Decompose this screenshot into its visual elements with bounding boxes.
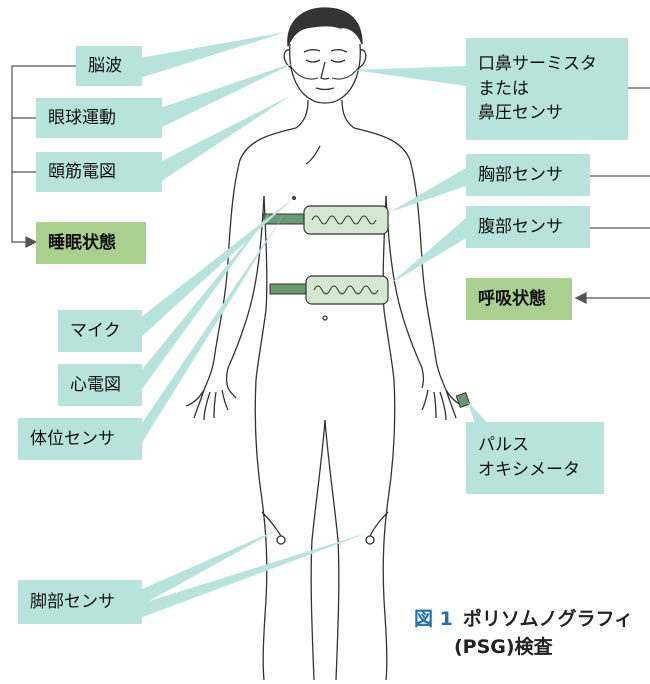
label-nasal-sensor: 口鼻サーミスタ または 鼻圧センサ (466, 38, 628, 140)
face (289, 43, 361, 104)
label-eye-movement-text: 眼球運動 (48, 107, 116, 128)
label-pulse-oximeter-line2: オキシメータ (478, 460, 580, 480)
label-nasal-sensor-line1: 口鼻サーミスタ (478, 54, 597, 75)
abdomen-belt (269, 275, 389, 305)
figure-caption: 図 1 ポリソムノグラフィ (PSG)検査 (414, 606, 633, 661)
human-body-figure (185, 7, 465, 681)
label-brainwave: 脳波 (76, 46, 142, 86)
caption-title-line2: (PSG)検査 (454, 635, 553, 658)
label-position-sensor: 体位センサ (18, 418, 142, 460)
pulse-oximeter-clip (455, 392, 471, 408)
chest-belt (263, 196, 389, 235)
label-ecg-text: 心電図 (70, 374, 121, 395)
label-nasal-sensor-line2: または (478, 78, 529, 99)
label-chin-emg-text: 頤筋電図 (48, 161, 116, 182)
label-ecg: 心電図 (58, 364, 142, 406)
label-respiratory-state-text: 呼吸状態 (478, 288, 546, 309)
label-chest-sensor: 胸部センサ (466, 154, 590, 196)
label-mic: マイク (58, 310, 142, 352)
hair (287, 7, 363, 47)
caption-line1: 図 1 ポリソムノグラフィ (414, 606, 633, 634)
label-position-sensor-text: 体位センサ (30, 428, 115, 449)
label-mic-text: マイク (70, 320, 121, 341)
label-brainwave-text: 脳波 (88, 55, 122, 76)
label-sleep-state: 睡眠状態 (36, 222, 146, 264)
label-respiratory-state: 呼吸状態 (466, 278, 572, 320)
leader-lines (140, 32, 494, 618)
label-abdomen-sensor: 腹部センサ (466, 206, 590, 248)
label-eye-movement: 眼球運動 (36, 98, 162, 138)
left-bracket (11, 65, 76, 248)
figure-number: 図 1 (414, 608, 453, 630)
label-chest-sensor-text: 胸部センサ (478, 164, 563, 185)
label-pulse-oximeter: パルス オキシメータ (466, 422, 604, 494)
label-sleep-state-text: 睡眠状態 (48, 232, 116, 253)
right-bracket (574, 87, 650, 304)
label-abdomen-sensor-text: 腹部センサ (478, 216, 563, 237)
nasal-cannula (291, 67, 359, 80)
label-nasal-sensor-line3: 鼻圧センサ (478, 103, 563, 124)
caption-title-line1: ポリソムノグラフィ (462, 608, 634, 630)
label-leg-sensor: 脚部センサ (18, 580, 142, 624)
label-chin-emg: 頤筋電図 (36, 152, 162, 192)
label-leg-sensor-text: 脚部センサ (30, 591, 115, 612)
label-pulse-oximeter-line1: パルス (478, 435, 529, 456)
